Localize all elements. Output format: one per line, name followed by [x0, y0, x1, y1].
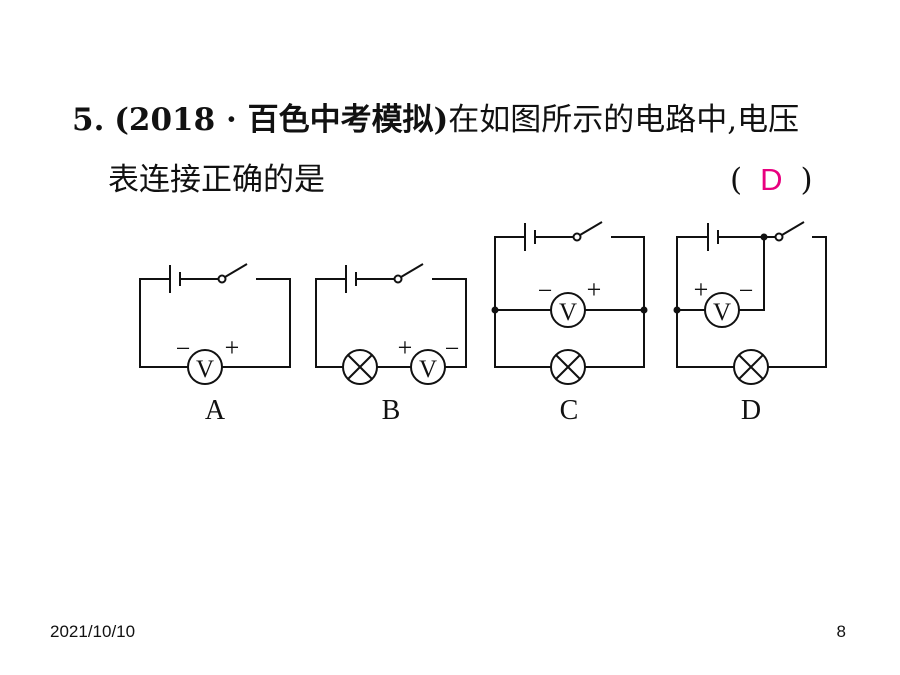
junction-dot — [673, 306, 681, 314]
page-number: 8 — [836, 622, 846, 641]
plus-terminal: + — [398, 333, 413, 362]
voltmeter-icon: V — [550, 292, 586, 328]
voltmeter-label: V — [559, 299, 577, 326]
minus-terminal: − — [445, 334, 460, 363]
answer-value: D — [760, 162, 783, 197]
source-open-paren: ( — [114, 102, 129, 138]
minus-terminal: − — [176, 334, 191, 363]
circuit-a: V − + A — [139, 263, 291, 426]
lamp-icon — [342, 349, 378, 385]
minus-terminal: − — [538, 276, 553, 305]
circuit-c-wire-right — [585, 236, 645, 368]
circuit-c-wire-left — [494, 236, 551, 368]
plus-terminal: + — [694, 275, 709, 304]
question-number: 5. — [72, 102, 105, 138]
question-line-1: 5. (2018 · 百色中考模拟)在如图所示的电路中,电压 — [72, 100, 799, 140]
circuit-d-branch-right — [739, 237, 765, 311]
voltmeter-label: V — [713, 299, 731, 326]
switch-icon — [393, 263, 424, 284]
circuit-d-wire-left — [676, 236, 734, 368]
question-text-line1: 在如图所示的电路中,电压 — [448, 102, 800, 138]
junction-dot — [640, 306, 648, 314]
battery-icon — [524, 223, 573, 251]
voltmeter-icon: V — [704, 292, 740, 328]
voltmeter-label: V — [419, 356, 437, 383]
question-line-2: 表连接正确的是 — [108, 160, 325, 200]
figure-label-b: B — [382, 395, 401, 426]
switch-icon — [572, 221, 603, 242]
answer-close-paren: ) — [800, 162, 813, 198]
circuit-c: V − + C — [491, 221, 648, 426]
source-close-paren: ) — [433, 102, 449, 138]
figure-label-d: D — [741, 395, 761, 426]
voltmeter-icon: V — [187, 349, 223, 385]
circuit-b-wire-right — [432, 278, 467, 368]
switch-icon — [217, 263, 248, 284]
figure-label-a: A — [205, 395, 226, 426]
circuit-d: V + − D — [673, 221, 827, 426]
voltmeter-icon: V — [410, 349, 446, 385]
lamp-icon — [733, 349, 769, 385]
question-text-line2: 表连接正确的是 — [108, 162, 325, 198]
battery-icon — [707, 223, 775, 251]
battery-icon — [169, 265, 218, 293]
switch-icon — [774, 221, 805, 242]
battery-icon — [345, 265, 394, 293]
junction-dot — [491, 306, 499, 314]
figure-label-c: C — [560, 395, 579, 426]
voltmeter-label: V — [196, 356, 214, 383]
minus-terminal: − — [739, 276, 754, 305]
plus-terminal: + — [225, 333, 240, 362]
circuit-a-wire-right — [222, 278, 291, 368]
circuit-a-wire-left — [139, 278, 188, 368]
plus-terminal: + — [587, 275, 602, 304]
question-source: 2018 · 百色中考模拟 — [128, 102, 434, 138]
lamp-icon — [550, 349, 586, 385]
circuit-b-wire-left — [315, 278, 346, 368]
footer-date: 2021/10/10 — [50, 622, 136, 641]
answer-bracket: ( D) — [730, 160, 813, 200]
answer-open-paren: ( — [730, 162, 743, 198]
circuit-b: V + − B — [315, 263, 467, 426]
circuit-d-wire-right — [768, 236, 827, 368]
